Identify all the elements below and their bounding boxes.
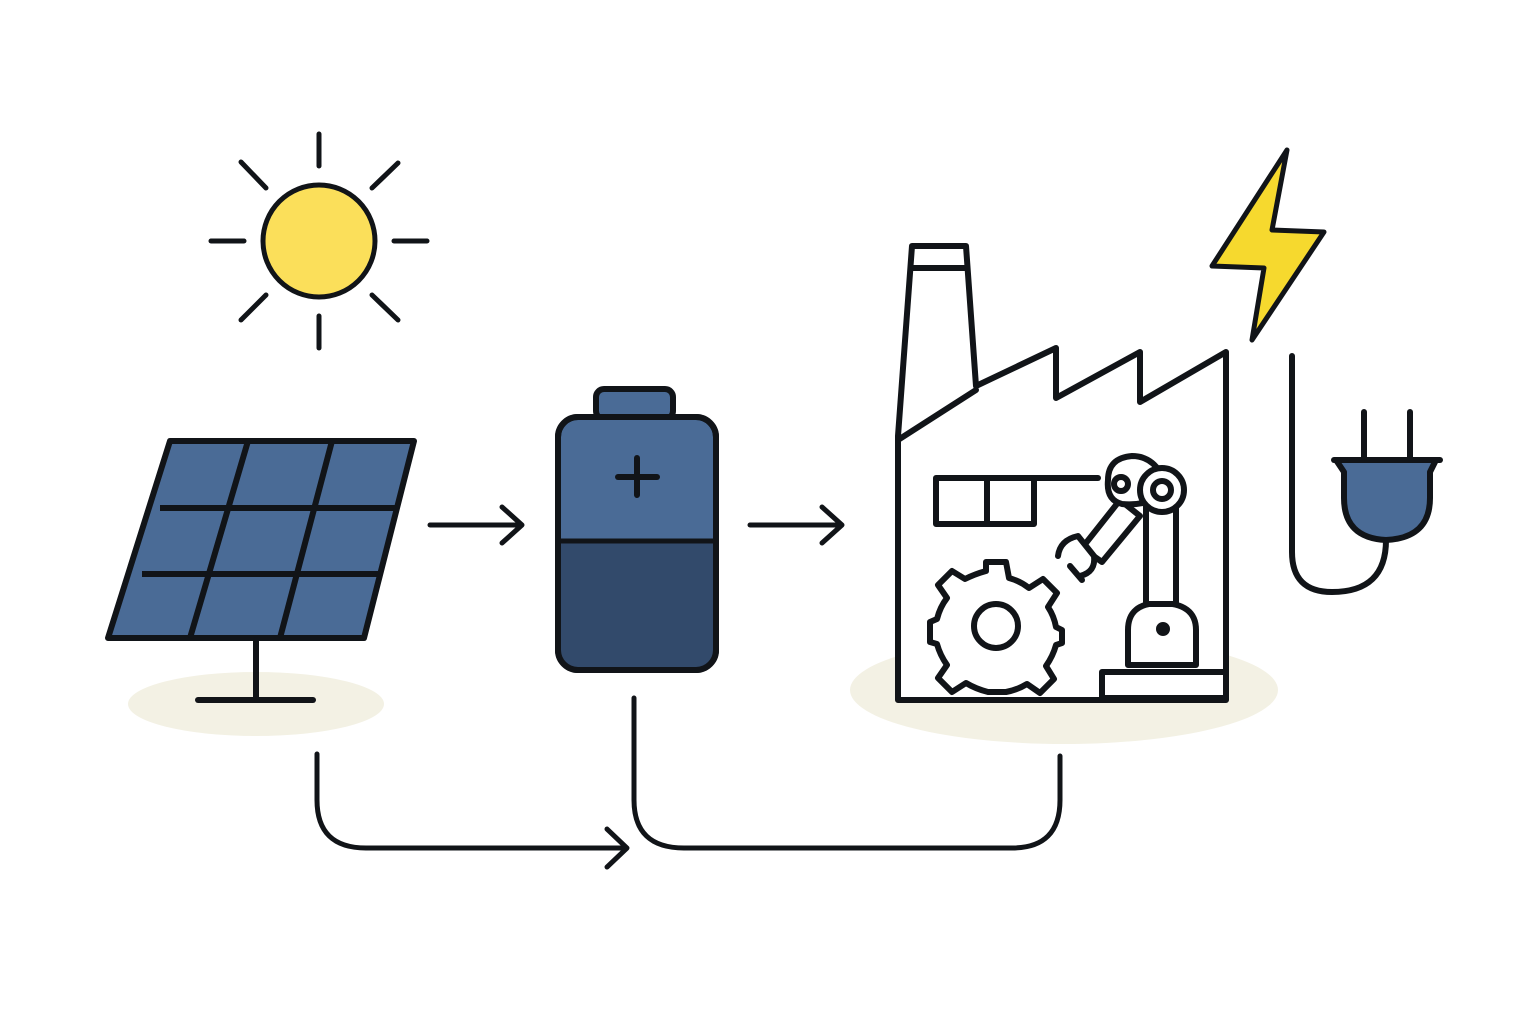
connector-panel-to-junction [314, 751, 630, 870]
arrow-battery-to-factory [747, 504, 845, 546]
panel-ground-shadow [128, 672, 384, 736]
connector-battery-to-factory [631, 695, 1063, 851]
battery-plus-symbol [615, 455, 660, 498]
power-plug-icon [1289, 353, 1443, 596]
lightning-bolt-icon [1209, 147, 1327, 343]
robot-arm-icon [1055, 453, 1199, 668]
arrow-panel-to-battery [427, 504, 525, 546]
sun-icon [208, 131, 430, 351]
gear-icon [927, 559, 1065, 696]
solar-panel-icon [105, 438, 417, 703]
battery-icon [555, 386, 719, 673]
